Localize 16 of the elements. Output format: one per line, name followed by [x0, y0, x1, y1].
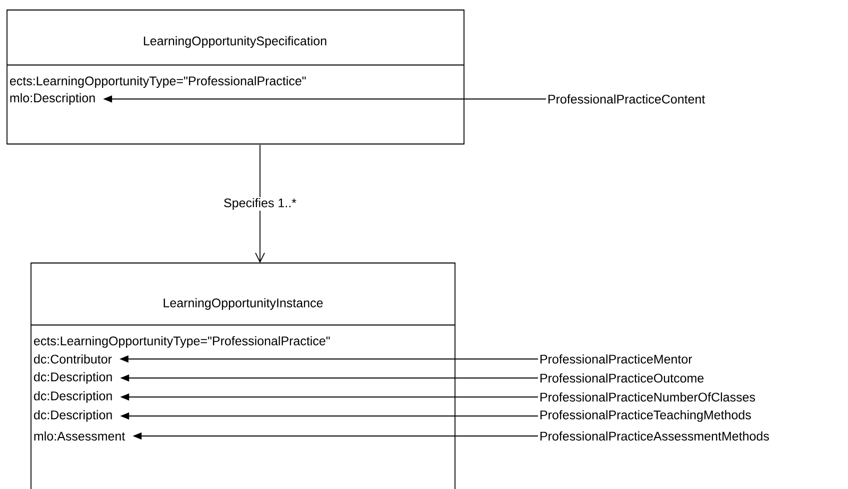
edge-label: Specifies 1..*: [222, 197, 298, 211]
arrow: [255, 144, 265, 263]
attribute-text: ects:LearningOpportunityType="ProfessionalPractice": [10, 76, 306, 88]
property-label: ProfessionalPracticeOutcome: [540, 373, 704, 383]
property-label: ProfessionalPracticeContent: [548, 94, 706, 104]
attribute-text: dc:Description: [34, 410, 112, 422]
property-label: ProfessionalPracticeNumberOfClasses: [540, 392, 756, 402]
property-label: ProfessionalPracticeMentor: [540, 354, 692, 364]
property-label: ProfessionalPracticeTeachingMethods: [540, 410, 751, 422]
attribute-text: ects:LearningOpportunityType="ProfessionalPractice": [34, 336, 330, 348]
attribute-text: dc:Description: [34, 372, 112, 384]
property-label: ProfessionalPracticeAssessmentMethods: [540, 431, 769, 441]
attribute-text: mlo:Description: [10, 93, 95, 105]
attribute-text: dc:Description: [34, 391, 112, 403]
attribute-text: dc:Contributor: [34, 354, 112, 364]
attribute-text: mlo:Assessment: [34, 431, 126, 441]
